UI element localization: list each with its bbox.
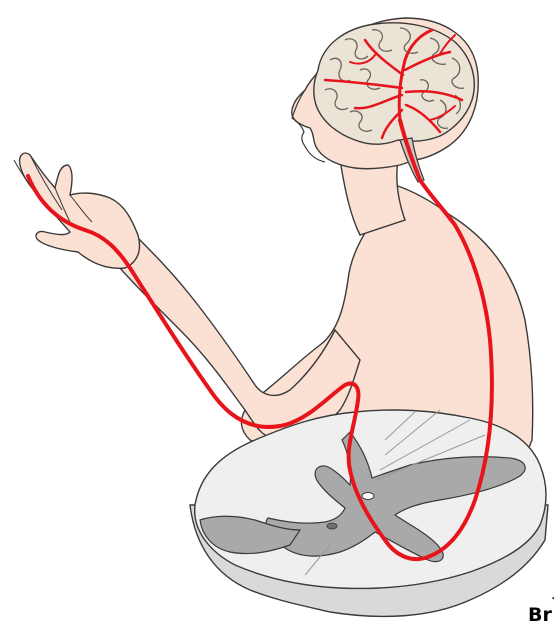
caption-dot: . [551, 588, 555, 602]
neck [340, 160, 405, 235]
cord-nucleus [327, 523, 337, 529]
caption-fragment: Br [528, 606, 552, 625]
central-canal [362, 493, 374, 500]
